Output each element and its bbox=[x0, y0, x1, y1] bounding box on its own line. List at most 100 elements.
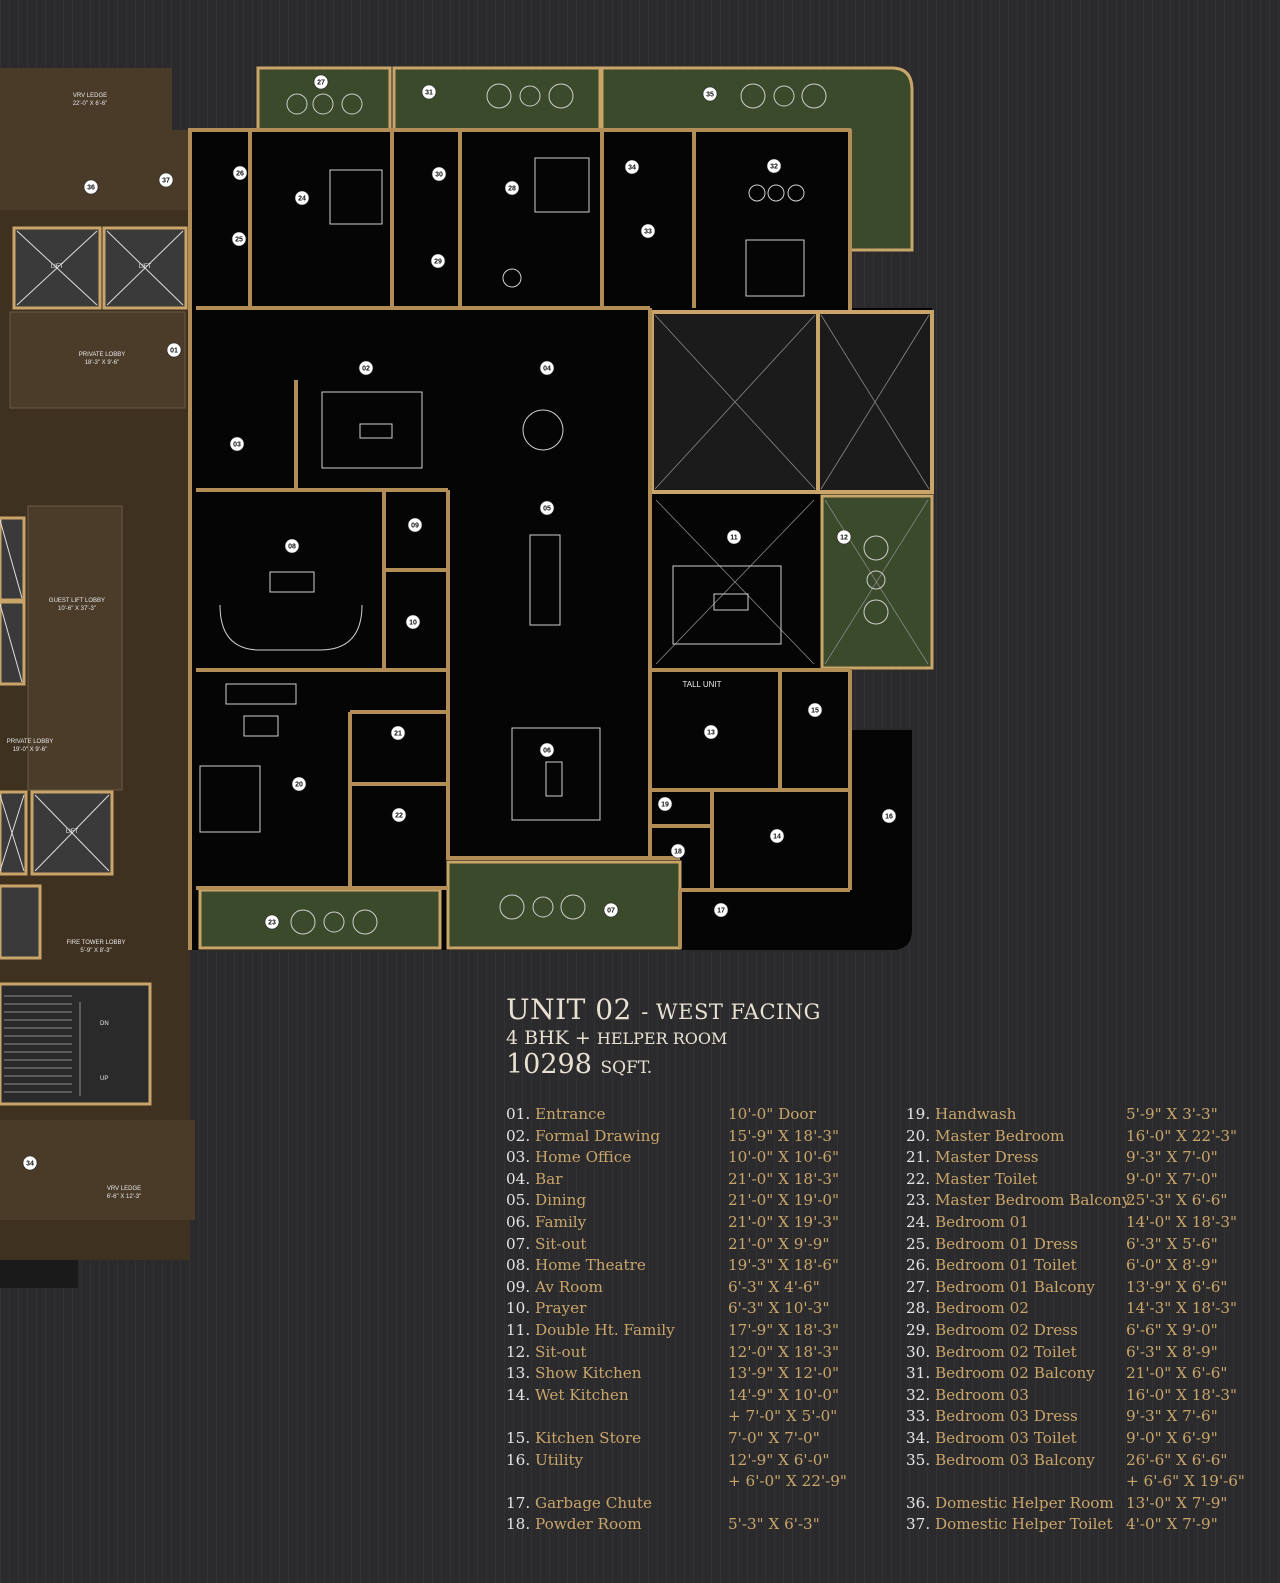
svg-text:11: 11 bbox=[730, 535, 738, 542]
legend-item-name: Family bbox=[534, 1213, 587, 1231]
legend-item: 18. Powder Room bbox=[506, 1515, 642, 1536]
room-badge-26: 26 bbox=[232, 165, 248, 181]
legend-item: 13. Show Kitchen bbox=[506, 1364, 642, 1385]
legend-item: 08. Home Theatre bbox=[506, 1256, 646, 1277]
legend-item-number: 37. bbox=[906, 1515, 935, 1534]
unit-name: UNIT 02 bbox=[506, 993, 632, 1026]
room-badge-12: 12 bbox=[836, 529, 852, 545]
legend-item-number: 35. bbox=[906, 1450, 935, 1469]
common-area bbox=[0, 68, 195, 1288]
label-stair-up: UP bbox=[100, 1076, 108, 1082]
svg-text:13: 13 bbox=[707, 730, 715, 737]
svg-text:19: 19 bbox=[661, 802, 669, 809]
room-badge-09: 09 bbox=[407, 517, 423, 533]
svg-text:16: 16 bbox=[885, 814, 893, 821]
svg-text:14: 14 bbox=[773, 834, 781, 841]
svg-text:34: 34 bbox=[628, 165, 636, 172]
legend-item-dimension: 21'-0" X 18'-3" bbox=[728, 1169, 840, 1188]
legend-item: 12. Sit-out bbox=[506, 1343, 587, 1364]
legend-item: 15. Kitchen Store bbox=[506, 1429, 641, 1450]
legend-item-name: Handwash bbox=[934, 1105, 1017, 1123]
legend-item-dimension: 10'-0" X 10'-6" bbox=[728, 1148, 840, 1167]
legend-item: 11. Double Ht. Family bbox=[506, 1321, 675, 1342]
label-vrv-ledge-bottom: VRV LEDGE bbox=[107, 1186, 141, 1192]
legend-item: 20. Master Bedroom bbox=[906, 1127, 1064, 1148]
label-private-lobby-bottom: PRIVATE LOBBY bbox=[7, 739, 53, 745]
room-badge-13: 13 bbox=[703, 724, 719, 740]
room-badge-27: 27 bbox=[313, 74, 329, 90]
svg-text:28: 28 bbox=[508, 186, 516, 193]
unit-config: 4 BHK + HELPER ROOM bbox=[506, 1027, 1246, 1050]
legend-item-name: Entrance bbox=[534, 1105, 606, 1123]
legend-item-number: 30. bbox=[906, 1342, 935, 1361]
legend-item: 28. Bedroom 02 bbox=[906, 1299, 1029, 1320]
legend-item: 24. Bedroom 01 bbox=[906, 1213, 1029, 1234]
legend-item-name: Show Kitchen bbox=[534, 1364, 642, 1383]
legend-item: 16. Utility bbox=[506, 1451, 583, 1472]
svg-text:34: 34 bbox=[26, 1161, 34, 1168]
svg-text:01: 01 bbox=[170, 348, 178, 355]
legend-item: 17. Garbage Chute bbox=[506, 1494, 652, 1515]
legend-item-dimension: 26'-6" X 6'-6" bbox=[1126, 1450, 1228, 1469]
unit-config-extra: HELPER ROOM bbox=[596, 1029, 728, 1048]
legend-item-number: 23. bbox=[906, 1191, 935, 1210]
legend-item-number: 01. bbox=[506, 1105, 535, 1123]
legend-item-name: Home Office bbox=[534, 1148, 632, 1167]
legend-item-dimension: 6'-6" X 9'-0" bbox=[1126, 1321, 1218, 1339]
label-lift-2: LIFT bbox=[139, 264, 152, 270]
legend-item: 03. Home Office bbox=[506, 1148, 631, 1169]
legend-item-name: Bedroom 02 bbox=[934, 1299, 1029, 1318]
legend-item-name: Bedroom 01 Balcony bbox=[934, 1277, 1095, 1296]
legend-item-number: 34. bbox=[906, 1429, 935, 1447]
legend-item-number: 09. bbox=[506, 1277, 535, 1296]
legend-item-number: 28. bbox=[906, 1299, 935, 1318]
legend-item: 36. Domestic Helper Room bbox=[906, 1494, 1114, 1515]
svg-text:06: 06 bbox=[543, 748, 551, 755]
legend-item-dimension: 6'-3" X 4'-6" bbox=[728, 1277, 820, 1296]
room-badge-21: 21 bbox=[390, 725, 406, 741]
legend-item: 09. Av Room bbox=[506, 1278, 603, 1299]
legend-item-name: Garbage Chute bbox=[534, 1493, 653, 1512]
legend-item-name: Bedroom 03 Dress bbox=[934, 1407, 1078, 1426]
legend-item-number: 20. bbox=[906, 1126, 935, 1145]
plan-labels: VRV LEDGE 22'-0" X 6'-6" PRIVATE LOBBY 1… bbox=[7, 93, 722, 1200]
unit-facing: - WEST FACING bbox=[641, 1000, 821, 1024]
unit-area-unit: SQFT. bbox=[600, 1058, 653, 1078]
room-badge-14: 14 bbox=[769, 828, 785, 844]
svg-text:37: 37 bbox=[162, 178, 170, 185]
legend-item-dimension: 9'-3" X 7'-6" bbox=[1126, 1407, 1218, 1426]
legend-item: 37. Domestic Helper Toilet bbox=[906, 1515, 1113, 1536]
legend-item-number: 08. bbox=[506, 1256, 535, 1275]
legend-item: 05. Dining bbox=[506, 1191, 586, 1212]
legend-item: 23. Master Bedroom Balcony bbox=[906, 1191, 1130, 1212]
svg-text:18: 18 bbox=[674, 849, 682, 856]
legend-item-number: 29. bbox=[906, 1321, 935, 1339]
legend-item-name: Bedroom 02 Dress bbox=[934, 1321, 1078, 1339]
legend-item: 07. Sit-out bbox=[506, 1235, 587, 1256]
legend-item-dimension: 19'-3" X 18'-6" bbox=[728, 1256, 840, 1275]
svg-text:02: 02 bbox=[362, 366, 370, 373]
legend-item-number: 18. bbox=[506, 1515, 535, 1534]
legend-item-name: Sit-out bbox=[534, 1234, 587, 1253]
room-badge-23: 23 bbox=[264, 914, 280, 930]
room-badge-24: 24 bbox=[294, 190, 310, 206]
legend-item: 19. Handwash bbox=[906, 1105, 1016, 1126]
legend-item-dimension: 5'-9" X 3'-3" bbox=[1126, 1105, 1218, 1123]
legend-item: 14. Wet Kitchen bbox=[506, 1386, 629, 1407]
unit-area: 10298 SQFT. bbox=[506, 1050, 1246, 1083]
svg-text:08: 08 bbox=[288, 544, 296, 551]
svg-text:04: 04 bbox=[543, 366, 551, 373]
legend-item-dimension: 21'-0" X 9'-9" bbox=[728, 1234, 830, 1253]
legend-item-number: 24. bbox=[906, 1213, 935, 1231]
legend-item: 06. Family bbox=[506, 1213, 586, 1234]
label-lift-1: LIFT bbox=[51, 264, 64, 270]
legend-item: 01. Entrance bbox=[506, 1105, 606, 1126]
legend-item-name: Bedroom 01 bbox=[934, 1213, 1029, 1231]
svg-text:21: 21 bbox=[394, 731, 402, 738]
legend-item-dimension: 6'-3" X 5'-6" bbox=[1126, 1234, 1218, 1253]
legend-item-name: Domestic Helper Toilet bbox=[934, 1515, 1113, 1534]
legend-item: 21. Master Dress bbox=[906, 1148, 1039, 1169]
legend-item-name: Bedroom 01 Toilet bbox=[934, 1256, 1077, 1275]
room-badge-35: 35 bbox=[702, 86, 718, 102]
walls bbox=[188, 128, 852, 950]
